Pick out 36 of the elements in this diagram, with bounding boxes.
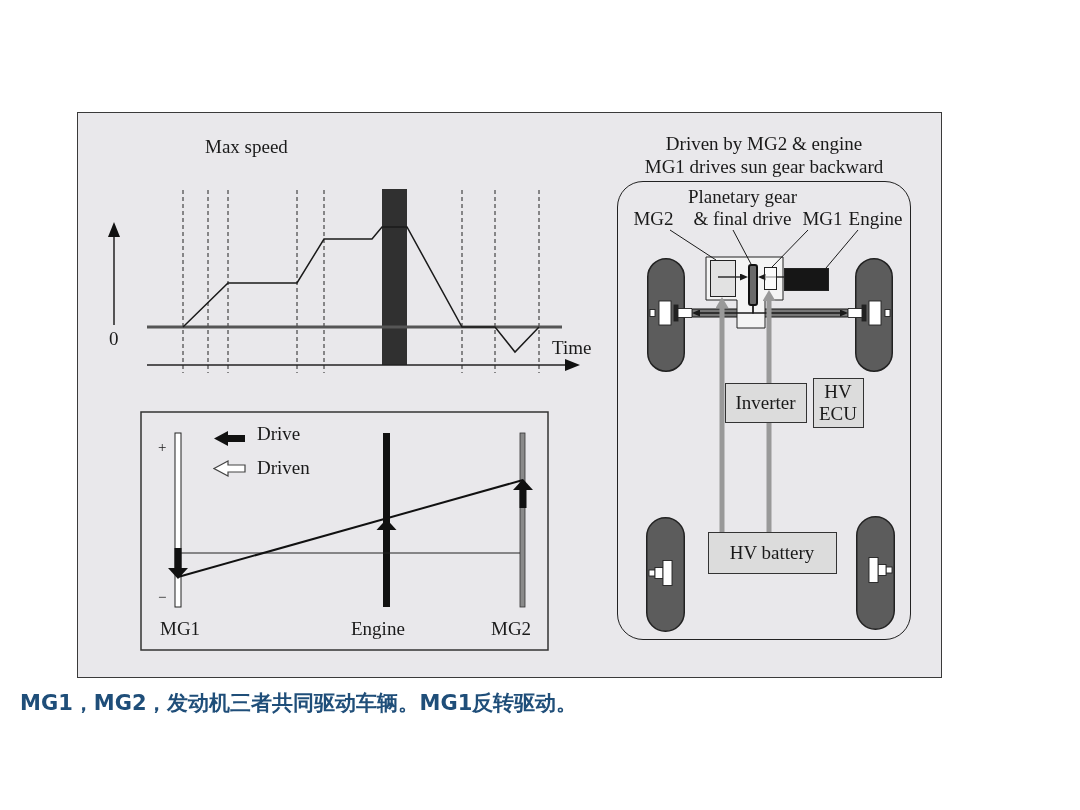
part-label: Planetary gear & final drive (684, 185, 801, 230)
legend-label: Driven (257, 457, 310, 479)
leader-line (669, 229, 717, 261)
wheel (855, 515, 895, 630)
shaft-arrow (735, 273, 748, 281)
battery-box: HV battery (707, 531, 837, 574)
mg1-motor (763, 266, 777, 290)
leader-line (825, 229, 859, 269)
wheel (645, 257, 692, 372)
part-label: Engine (845, 207, 906, 230)
part-label: MG2 (627, 207, 680, 230)
heading-text: Driven by MG2 & engine (665, 133, 863, 155)
axle-arrow (752, 305, 848, 317)
wheel (645, 516, 685, 632)
axis-title: Time (552, 337, 592, 359)
inverter-box: Inverter (724, 382, 807, 423)
heading-text: MG1 drives sun gear backward (644, 156, 884, 178)
planetary-gear (747, 263, 758, 306)
axis-label: Engine (351, 618, 405, 640)
legend-label: Drive (257, 423, 301, 445)
axis-label: MG2 (491, 618, 532, 640)
shaft-arrow (758, 273, 785, 281)
axis-label: MG1 (160, 618, 201, 640)
axis-tick-label: 0 (109, 328, 119, 350)
power-arrow (762, 290, 776, 383)
leader-line (732, 229, 752, 265)
ecu-box: HV ECU (812, 377, 864, 428)
leader-line (771, 229, 809, 268)
sign-label: + (158, 438, 167, 457)
chart-annotation: Max speed (205, 136, 288, 158)
wheel (847, 257, 894, 372)
power-arrow (715, 297, 729, 532)
part-label: MG1 (802, 207, 843, 230)
caption: MG1，MG2，发动机三者共同驱动车辆。MG1反转驱动。 (20, 690, 578, 716)
power-line (766, 423, 772, 532)
sign-label: − (158, 588, 167, 607)
